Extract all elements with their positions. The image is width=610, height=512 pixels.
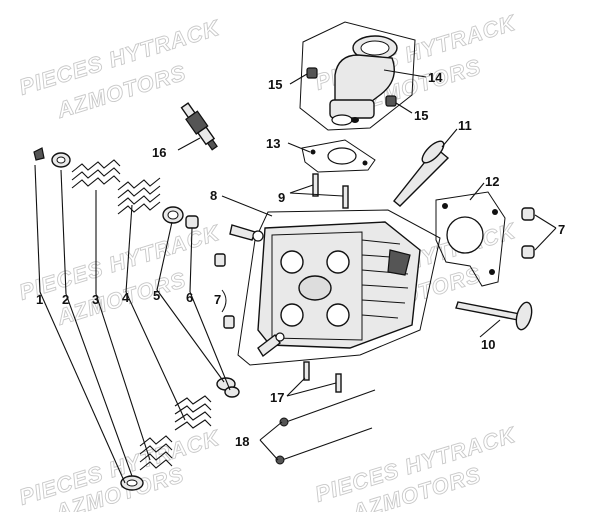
valve-spring-inner [117, 177, 161, 215]
valve-cotter [33, 147, 45, 161]
collar [521, 207, 535, 259]
intake-manifold [299, 21, 416, 131]
valve-retainer [51, 152, 71, 168]
manifold-bolt [306, 67, 318, 79]
long-stud [275, 427, 373, 465]
callout-2: 2 [62, 292, 69, 307]
valve-spring-lower-outer [174, 395, 212, 431]
exhaust-valve [455, 301, 533, 331]
manifold-gasket [301, 139, 376, 173]
callout-3: 3 [92, 292, 99, 307]
callout-15-top: 15 [268, 77, 282, 92]
callout-5: 5 [153, 288, 160, 303]
callout-4: 4 [122, 290, 130, 305]
stud-bolt [214, 253, 235, 329]
callout-10: 10 [481, 337, 495, 352]
callout-8: 8 [210, 188, 217, 203]
valve-stem-seal [185, 215, 199, 229]
callout-7-left: 7 [214, 292, 221, 307]
callout-7-right: 7 [558, 222, 565, 237]
callout-14: 14 [428, 70, 443, 85]
valve-seat-washer [162, 206, 184, 224]
callout-9: 9 [278, 190, 285, 205]
callout-12: 12 [485, 174, 499, 189]
spark-plug [180, 102, 218, 151]
valve-spring-outer [71, 159, 121, 189]
intake-valve [393, 140, 450, 207]
callout-6: 6 [186, 290, 193, 305]
callouts: 1 2 3 4 5 6 7 7 8 9 10 11 12 13 14 15 15… [36, 70, 565, 449]
cylinder-gasket [435, 191, 506, 287]
valve-spring-lower-inner [139, 435, 173, 471]
callout-18: 18 [235, 434, 249, 449]
callout-15-bottom: 15 [414, 108, 428, 123]
callout-16: 16 [152, 145, 166, 160]
head-fitting [229, 224, 264, 242]
cylinder-head [257, 221, 421, 349]
assembly-outline [237, 209, 441, 366]
dowel-pin-lower [303, 361, 342, 393]
callout-1: 1 [36, 292, 43, 307]
leader-lines [34, 69, 557, 484]
head-fitting [257, 332, 285, 358]
dowel-pin [312, 173, 349, 209]
callout-17: 17 [270, 390, 284, 405]
long-stud [279, 389, 376, 427]
manifold-bolt [385, 95, 397, 107]
callout-11: 11 [458, 118, 472, 133]
callout-13: 13 [266, 136, 280, 151]
valve-seal-lower [216, 377, 240, 398]
valve-retainer-lower [120, 475, 144, 491]
